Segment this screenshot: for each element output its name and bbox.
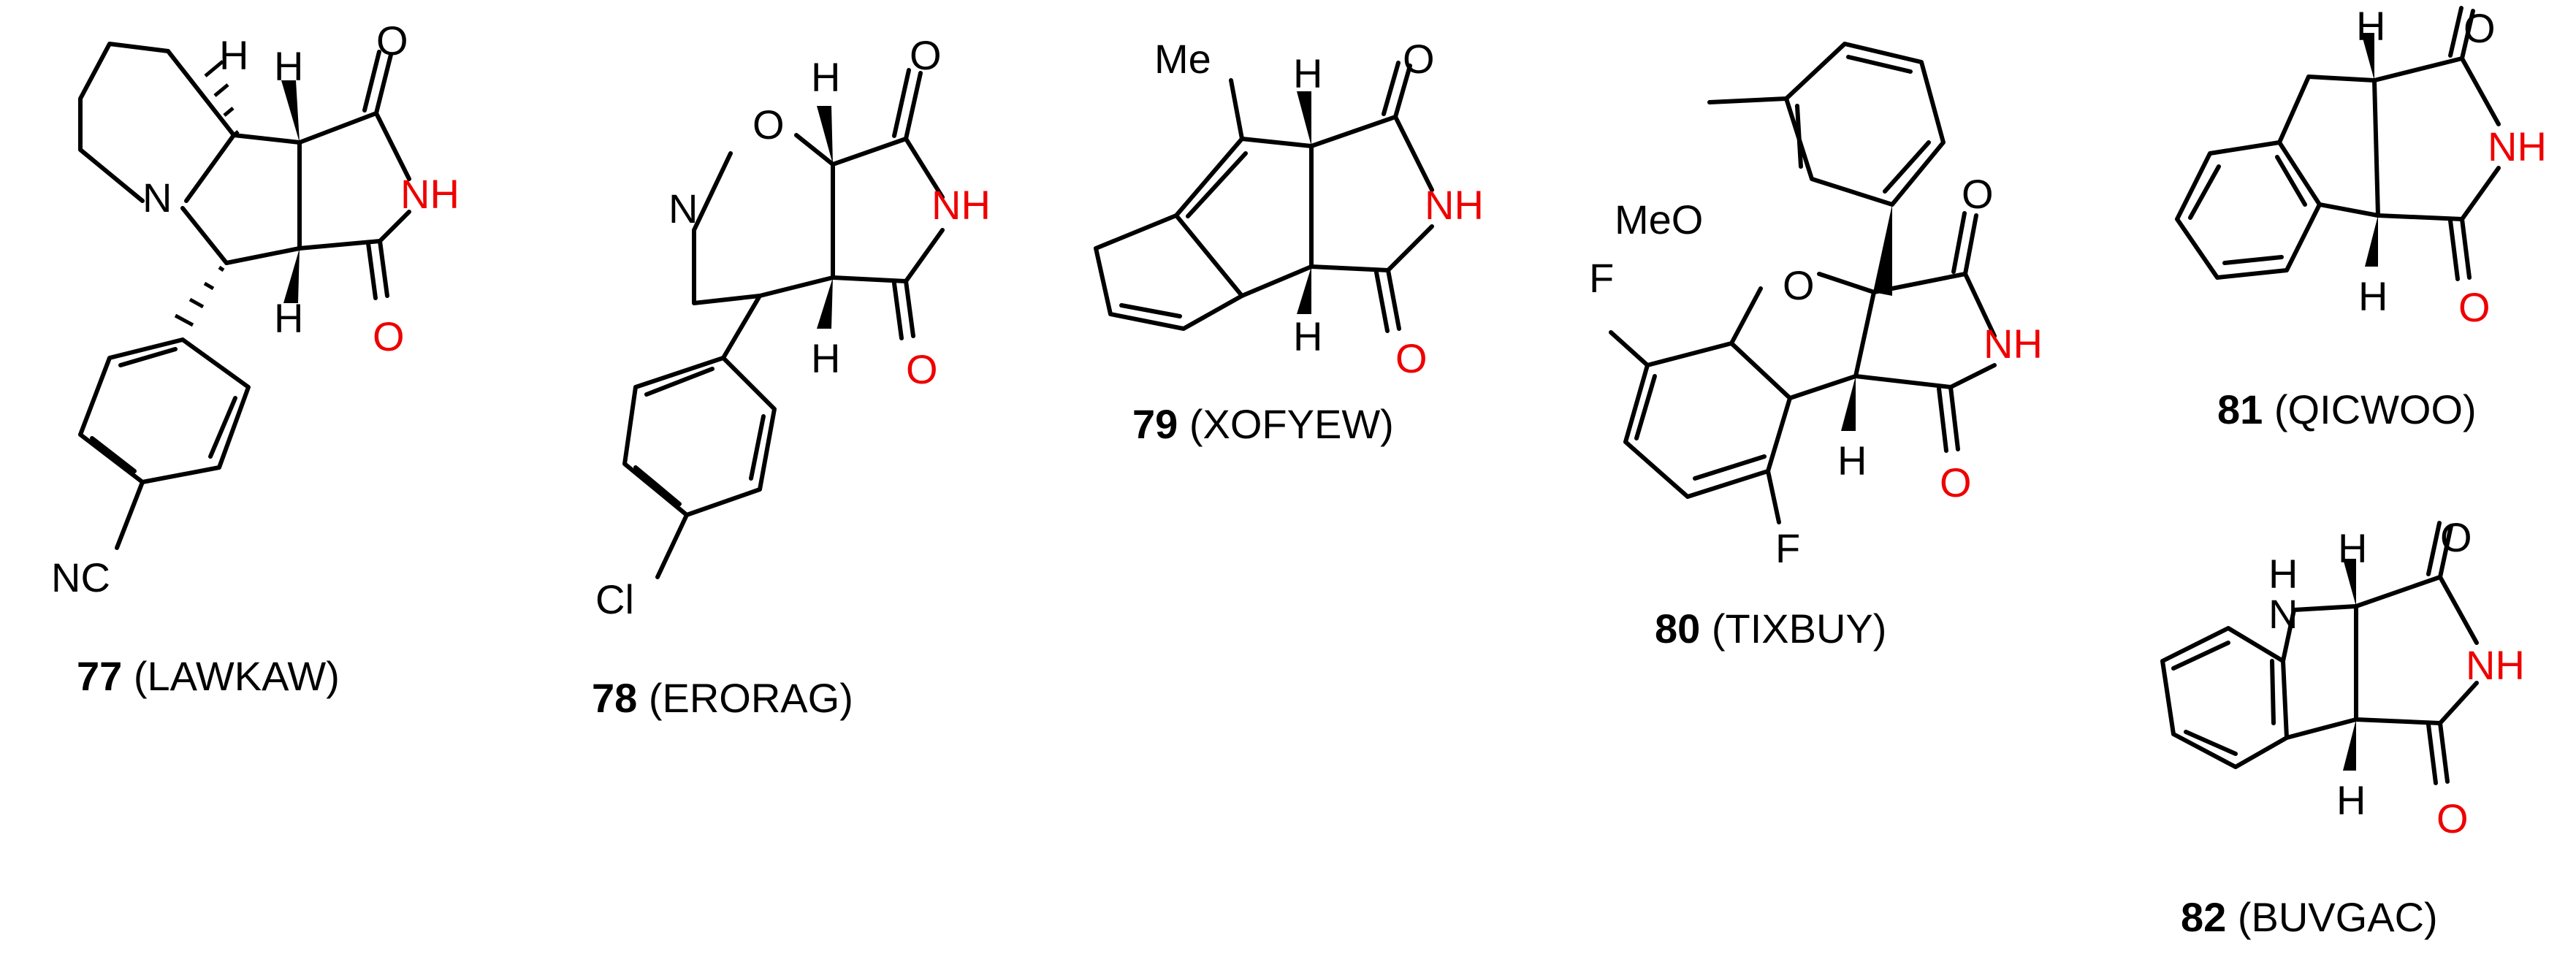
atom-label-n: N bbox=[2268, 591, 2298, 637]
structure-78: O N H H O NH O Cl 78 (ERORAG) bbox=[592, 32, 991, 721]
atom-label-nc: NC bbox=[51, 554, 110, 600]
atom-label-o: O bbox=[2440, 514, 2472, 560]
wedge-bond bbox=[1873, 205, 1892, 296]
compound-label-81: 81 (QICWOO) bbox=[2217, 386, 2477, 432]
atom-label-nh: NH bbox=[400, 171, 460, 217]
hashed-bond bbox=[204, 60, 240, 137]
atom-label-o: O bbox=[2463, 5, 2496, 51]
atom-label-nh: NH bbox=[931, 182, 991, 228]
wedge-bond bbox=[1297, 91, 1311, 146]
atom-label-nh: NH bbox=[2466, 642, 2525, 688]
atom-label-h: H bbox=[811, 335, 840, 381]
atom-label-f: F bbox=[1775, 525, 1800, 571]
wedge-bond bbox=[2361, 33, 2374, 80]
wedge-bond bbox=[817, 278, 833, 329]
wedge-bond bbox=[1841, 376, 1856, 431]
atom-label-cl: Cl bbox=[595, 576, 634, 622]
atom-label-h: H bbox=[811, 54, 840, 100]
atom-label-me: Me bbox=[1154, 36, 1211, 82]
compound-label-82: 82 (BUVGAC) bbox=[2181, 894, 2438, 940]
atom-label-o: O bbox=[906, 346, 938, 392]
wedge-bond bbox=[283, 248, 300, 303]
atom-label-h: H bbox=[2338, 525, 2367, 571]
structure-80: MeO O F F H O NH O 80 (TIXBUY) bbox=[1589, 42, 2043, 652]
atom-label-o: O bbox=[910, 32, 942, 78]
atom-label-h: H bbox=[1837, 438, 1867, 484]
structure-81-core: H H O NH O 81 (QICWOO) bbox=[2148, 0, 2557, 467]
atom-label-h: H bbox=[219, 32, 248, 78]
compound-label-80: 80 (TIXBUY) bbox=[1655, 606, 1886, 652]
atom-label-o: O bbox=[376, 18, 408, 64]
atom-label-o: O bbox=[373, 313, 405, 359]
wedge-bond bbox=[2343, 559, 2356, 606]
atom-label-f: F bbox=[1589, 255, 1614, 301]
wedge-bond bbox=[2343, 719, 2356, 771]
atom-label-h: H bbox=[2358, 273, 2388, 319]
structure-79: Me H H O NH O 79 (XOFYEW) bbox=[1094, 36, 1484, 447]
atom-label-o: O bbox=[1395, 335, 1428, 381]
atom-label-meo: MeO bbox=[1615, 196, 1703, 242]
atom-label-o: O bbox=[1783, 262, 1815, 308]
atom-label-o: O bbox=[1403, 36, 1435, 82]
atom-label-o: O bbox=[2436, 795, 2469, 841]
atom-label-nh: NH bbox=[2488, 123, 2547, 169]
atom-label-nh: NH bbox=[1984, 321, 2043, 367]
atom-label-o: O bbox=[1940, 459, 1972, 505]
compound-label-78: 78 (ERORAG) bbox=[592, 675, 853, 721]
hashed-bond bbox=[174, 265, 225, 327]
compound-label-79: 79 (XOFYEW) bbox=[1132, 401, 1394, 447]
atom-label-h: H bbox=[2336, 777, 2366, 823]
atom-label-h: H bbox=[1293, 313, 1322, 359]
atom-label-h: H bbox=[274, 43, 303, 89]
atom-label-h: H bbox=[274, 295, 303, 341]
structure-77: N H H H O NH O NC 77 (LAWKAW) bbox=[51, 18, 460, 699]
atom-label-h: H bbox=[1293, 50, 1322, 96]
atom-label-o: O bbox=[752, 102, 785, 148]
compound-label-77: 77 (LAWKAW) bbox=[77, 653, 340, 699]
wedge-bond bbox=[1297, 267, 1311, 314]
atom-label-h: H bbox=[2356, 3, 2385, 49]
atom-label-o: O bbox=[1962, 171, 1994, 217]
structure-82: H N H H O NH O 82 (BUVGAC) bbox=[2160, 514, 2525, 940]
atom-label-n: N bbox=[668, 186, 698, 232]
wedge-bond bbox=[281, 80, 300, 142]
atom-label-h: H bbox=[2268, 551, 2298, 597]
atom-label-o: O bbox=[2458, 284, 2491, 330]
wedge-bond bbox=[817, 106, 833, 164]
atom-label-nh: NH bbox=[1425, 182, 1484, 228]
wedge-bond bbox=[2365, 215, 2378, 267]
atom-label-n: N bbox=[142, 175, 172, 221]
